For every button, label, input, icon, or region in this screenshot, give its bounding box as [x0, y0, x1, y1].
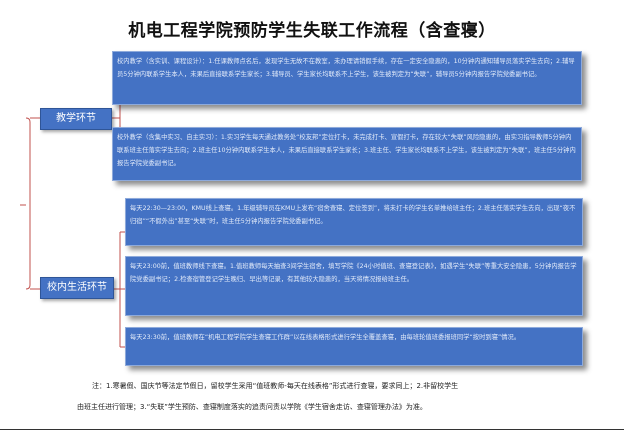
box-in-school-teaching: 校内教学（含实训、课程设计）：1.任课教师点名后，发现学生无故不在教室，未办理请… [112, 51, 582, 105]
root-connector [20, 117, 40, 290]
box-evening-online-check: 每天22:30—23:00，KMU线上查寝。1.年级辅导员在KMU上发布“宿舍查… [125, 198, 583, 246]
box-off-school-teaching-text: 校外教学（含集中实习、自主实习）：1.实习学生每天通过教务处“校友邦”定位打卡，… [117, 134, 576, 168]
box-wechat-group-check-text: 每天23:30前，值班教师在“机电工程学院学生查寝工作群”以在线表格形式进行学生… [130, 334, 521, 341]
box-evening-online-check-text: 每天22:30—23:00，KMU线上查寝。1.年级辅导员在KMU上发布“宿舍查… [130, 205, 576, 226]
footnote-line-2: 由班主任进行管理；3.“失联”学生预防、查寝制度落实的追责问责以学院《学生宿舍走… [77, 403, 427, 411]
box-night-offline-check-text: 每天23:00前，值班教师线下查寝。1.值班教师每天抽查3间学生宿舍，填写学院《… [130, 263, 577, 284]
box-wechat-group-check: 每天23:30前，值班教师在“机电工程学院学生查寝工作群”以在线表格形式进行学生… [125, 327, 583, 366]
teaching-connector [112, 75, 125, 159]
page-title: 机电工程学院预防学生失联工作流程（含查寝） [128, 21, 496, 41]
campus-life-connector [114, 231, 125, 348]
category-teaching: 教学环节 [40, 108, 112, 130]
footnote-line-1: 注：1.寒暑假、国庆节等法定节假日，留校学生采用“值班教师-每天在线表格”形式进… [92, 382, 459, 390]
box-off-school-teaching: 校外教学（含集中实习、自主实习）：1.实习学生每天通过教务处“校友邦”定位打卡，… [112, 127, 582, 181]
category-campus-life: 校内生活环节 [40, 277, 114, 299]
box-night-offline-check: 每天23:00前，值班教师线下查寝。1.值班教师每天抽查3间学生宿舍，填写学院《… [125, 256, 583, 316]
bottom-rule [0, 429, 624, 430]
box-in-school-teaching-text: 校内教学（含实训、课程设计）：1.任课教师点名后，发现学生无故不在教室，未办理请… [117, 58, 575, 79]
